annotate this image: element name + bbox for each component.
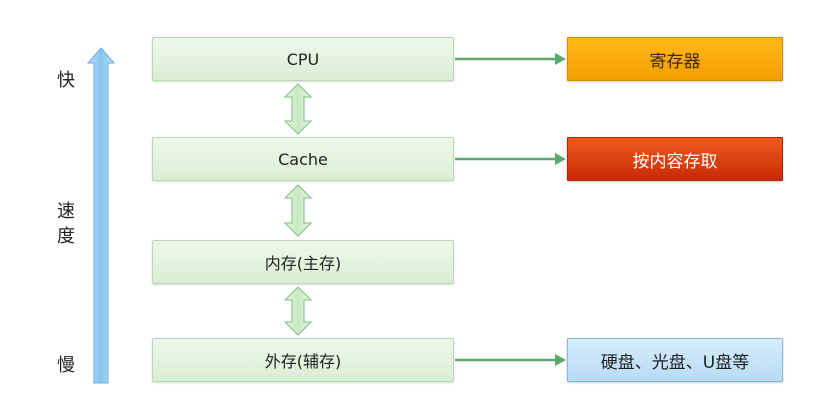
registers-box: 寄存器 xyxy=(567,37,783,81)
main-memory-box: 内存(主存) xyxy=(152,240,454,284)
cache-box: Cache xyxy=(152,137,454,181)
cpu-box: CPU xyxy=(152,37,454,81)
speed-label-fast: 快 xyxy=(57,70,75,91)
content-addressable-box: 按内容存取 xyxy=(567,137,783,181)
speed-label-slow: 慢 xyxy=(57,355,75,376)
speed-label-du: 度 xyxy=(57,226,75,247)
cache-memory-double-arrow xyxy=(283,184,313,237)
speed-label-su: 速 xyxy=(57,201,75,222)
cpu-cache-double-arrow xyxy=(283,83,313,135)
storage-devices-box: 硬盘、光盘、U盘等 xyxy=(567,338,783,382)
cpu-to-registers-arrow xyxy=(455,53,566,65)
memory-storage-double-arrow xyxy=(283,286,313,336)
cache-to-cam-arrow xyxy=(455,153,566,165)
storage-to-devices-arrow xyxy=(455,354,566,366)
secondary-storage-box: 外存(辅存) xyxy=(152,338,454,382)
